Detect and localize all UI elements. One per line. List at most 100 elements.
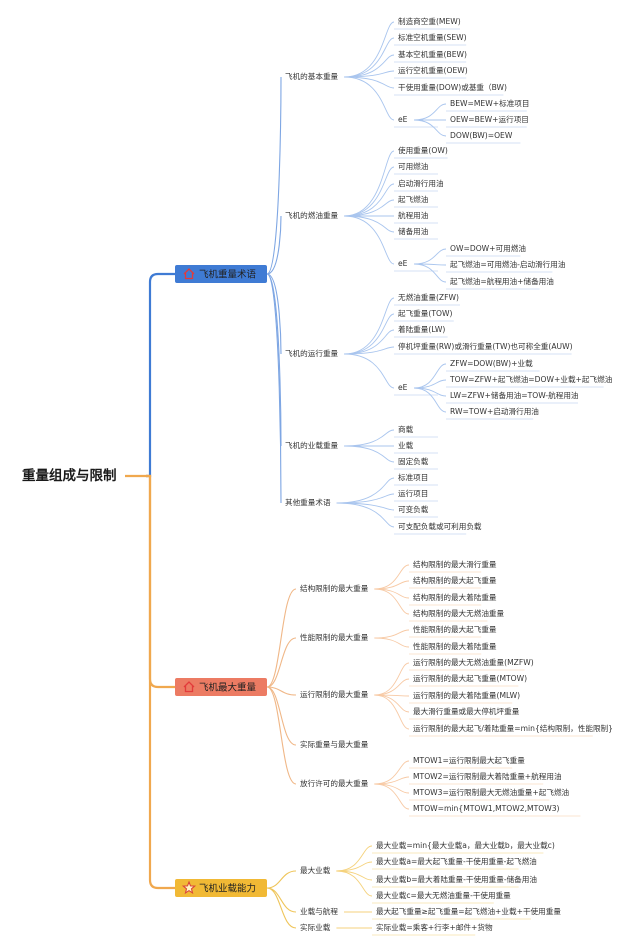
leaf-item: 最大滑行重量或最大停机坪重量 xyxy=(413,706,520,716)
connector-line xyxy=(336,870,373,881)
connector-line xyxy=(344,37,395,78)
leaf-item: 无燃油重量(ZFW) xyxy=(398,292,459,302)
connector-line xyxy=(266,215,282,275)
connector-line xyxy=(374,564,410,590)
leaf-item: 最大业载a=最大起飞重量-干使用重量-起飞燃油 xyxy=(376,856,537,866)
connector-line xyxy=(344,215,395,233)
connector-line xyxy=(374,637,410,648)
connector-line xyxy=(413,387,447,413)
sub-topic: 实际重量与最大重量 xyxy=(300,739,369,749)
connector-line xyxy=(266,588,297,688)
branch-box xyxy=(175,879,267,897)
connector-line xyxy=(374,694,410,730)
formula-item: ZFW=DOW(BW)+业载 xyxy=(450,358,533,368)
leaf-item: MTOW3=运行限制最大无燃油重量+起飞燃油 xyxy=(413,787,569,797)
leaf-item: eE xyxy=(398,259,408,268)
leaf-item: 结构限制的最大起飞重量 xyxy=(413,575,497,585)
connector-line xyxy=(344,199,395,217)
leaf-item: 最大起飞重量≥起飞重量=起飞燃油+业载+干使用重量 xyxy=(376,906,561,916)
connector-line xyxy=(374,783,410,810)
leaf-item: eE xyxy=(398,383,408,392)
leaf-item: 可支配负载或可利用负载 xyxy=(398,521,482,531)
connector-line xyxy=(344,76,395,121)
connector-line xyxy=(344,346,395,355)
branch-label: 飞机最大重量 xyxy=(199,682,257,694)
connector-line xyxy=(266,686,297,785)
connector-line xyxy=(344,183,395,217)
connector-line xyxy=(344,429,395,447)
leaf-item: 停机坪重量(RW)或滑行重量(TW)也可称全重(AUW) xyxy=(398,341,573,351)
leaf-item: 着陆重量(LW) xyxy=(398,324,445,334)
connector-line xyxy=(266,870,297,889)
leaf-item: MTOW1=运行限制最大起飞重量 xyxy=(413,755,525,765)
leaf-item: 运行限制的最大起飞重量(MTOW) xyxy=(413,673,527,683)
leaf-item: 最大业载c=最大无燃油重量-干使用重量 xyxy=(376,890,511,900)
leaf-item: 运行限制的最大着陆重量(MLW) xyxy=(413,690,520,700)
leaf-item: 业载 xyxy=(398,440,414,450)
connector-line xyxy=(344,54,395,78)
connector-line xyxy=(266,273,282,504)
leaf-item: 基本空机重量(BEW) xyxy=(398,49,467,59)
connector-line xyxy=(374,678,410,696)
leaf-item: 运行空机重量(OEW) xyxy=(398,65,468,75)
formula-item: LW=ZFW+储备用油=TOW-航程用油 xyxy=(450,390,579,400)
leaf-item: 起飞重量(TOW) xyxy=(398,309,452,318)
leaf-item: 最大业载=min{最大业载a，最大业载b，最大业载c) xyxy=(376,840,555,850)
leaf-item: 商载 xyxy=(398,424,414,434)
connector-line xyxy=(344,329,395,355)
leaf-item: 最大业载b=最大着陆重量-干使用重量-储备用油 xyxy=(376,874,537,884)
sub-topic: 性能限制的最大重量 xyxy=(300,632,369,642)
connector-line xyxy=(374,580,410,590)
house-icon xyxy=(183,268,195,280)
sub-topic: 飞机的运行重量 xyxy=(285,348,339,358)
connector-line xyxy=(336,502,395,511)
connector-line xyxy=(336,870,373,897)
leaf-item: 固定负载 xyxy=(398,456,429,466)
formula-item: RW=TOW+启动滑行用油 xyxy=(450,406,539,416)
formula-item: BEW=MEW+标准项目 xyxy=(450,98,529,108)
connector-line xyxy=(374,760,410,785)
connector-line xyxy=(266,273,282,355)
connector-line xyxy=(266,686,297,696)
leaf-item: MTOW2=运行限制最大着陆重量+航程用油 xyxy=(413,771,562,781)
connector-line xyxy=(336,845,373,872)
connector-line xyxy=(413,263,447,283)
leaf-item: 储备用油 xyxy=(398,226,428,236)
connector-line xyxy=(336,493,395,504)
connector-line xyxy=(344,353,395,389)
leaf-item: 干使用重量(DOW)或基重（BW) xyxy=(398,82,507,92)
leaf-item: 制造商空重(MEW) xyxy=(398,16,461,26)
branch-box xyxy=(175,678,267,696)
connector-line xyxy=(374,783,410,794)
branch-node-2[interactable]: 飞机最大重量 xyxy=(175,678,267,696)
sub-topic: 飞机的业载重量 xyxy=(285,440,339,450)
sub-topic: 飞机的基本重量 xyxy=(285,71,339,81)
leaf-item: 使用重量(OW) xyxy=(398,145,448,155)
connector-line xyxy=(146,474,175,890)
connector-line xyxy=(374,588,410,599)
sub-topic: 实际业载 xyxy=(300,922,331,932)
sub-topic: 运行限制的最大重量 xyxy=(300,689,369,699)
root-title: 重量组成与限制 xyxy=(22,467,117,484)
sub-topic: 最大业载 xyxy=(300,865,331,875)
branch-label: 飞机业载能力 xyxy=(199,883,256,895)
branch-node-3[interactable]: 飞机业载能力 xyxy=(175,879,267,897)
branch-node-1[interactable]: 飞机重量术语 xyxy=(175,265,267,283)
leaf-item: 可变负载 xyxy=(398,504,429,514)
connector-line xyxy=(374,629,410,639)
connector-line xyxy=(146,272,175,478)
leaf-item: eE xyxy=(398,115,408,124)
sub-topic: 放行许可的最大重量 xyxy=(300,778,369,788)
leaf-item: 运行限制的最大起飞/着陆重量=min{结构限制，性能限制} xyxy=(413,723,613,733)
leaf-item: 性能限制的最大着陆重量 xyxy=(413,641,497,651)
connector-line xyxy=(413,363,447,389)
connector-line xyxy=(413,103,447,121)
connector-line xyxy=(374,588,410,615)
formula-item: OEW=BEW+运行项目 xyxy=(450,114,529,124)
leaf-item: 航程用油 xyxy=(398,210,428,220)
connector-line xyxy=(344,21,395,78)
house-icon xyxy=(183,681,195,693)
connector-line xyxy=(266,637,297,688)
connector-line xyxy=(266,76,282,275)
formula-item: OW=DOW+可用燃油 xyxy=(450,243,526,253)
